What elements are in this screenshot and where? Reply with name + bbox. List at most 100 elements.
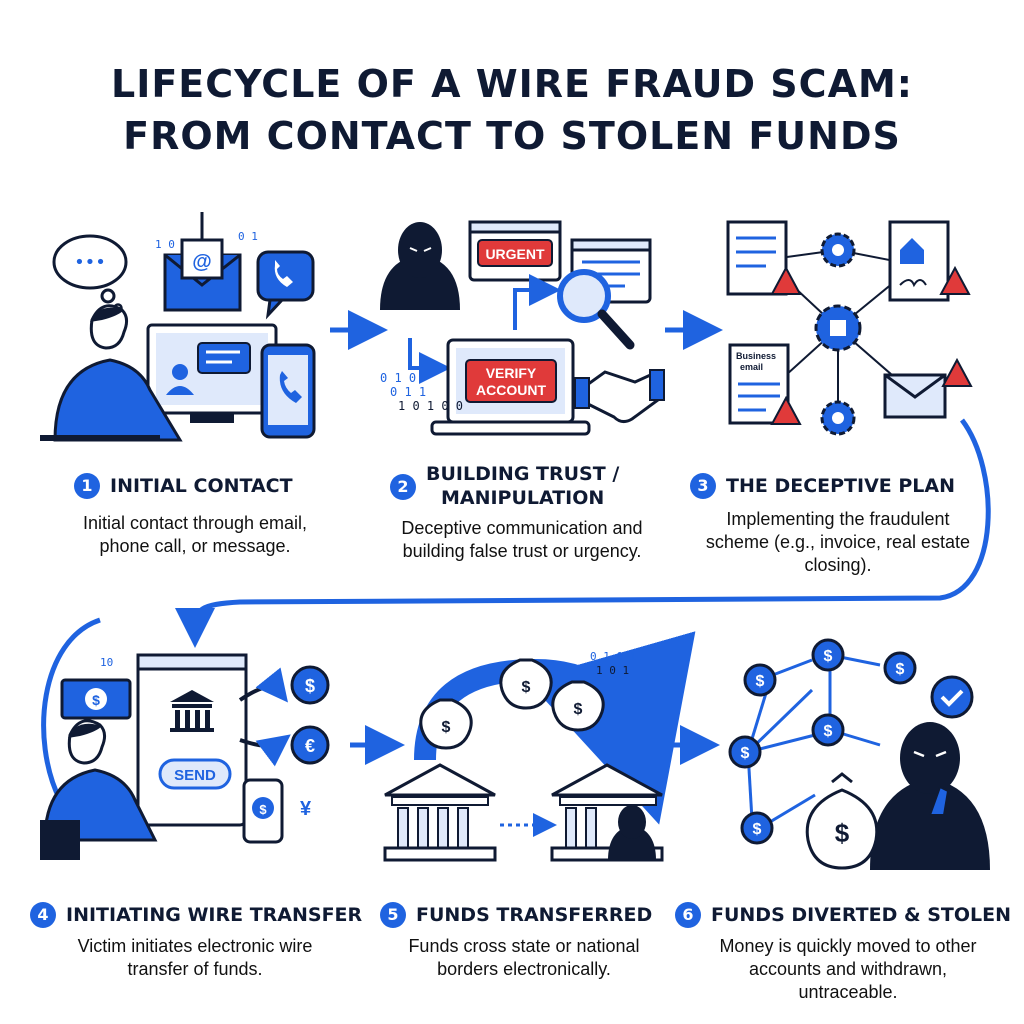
phone-dollar-icon: $ [242, 778, 284, 844]
laptop-icon: VERIFY ACCOUNT [430, 338, 591, 436]
victim-person-icon [40, 719, 158, 860]
svg-text:$: $ [522, 679, 531, 696]
svg-text:$: $ [753, 821, 762, 838]
transfer-arrow-icon [238, 667, 289, 703]
step-5-heading: 5 FUNDS TRANSFERRED [380, 902, 653, 928]
title-line-1: LIFECYCLE OF A WIRE FRAUD SCAM: [110, 62, 913, 106]
svg-text:0 1 1: 0 1 1 [390, 385, 426, 399]
svg-text:@: @ [192, 251, 212, 273]
checkmark-bubble-icon [930, 675, 974, 719]
step-1-description: Initial contact through email, phone cal… [82, 513, 308, 556]
step-number-badge: 5 [380, 902, 406, 928]
step-number-badge: 6 [675, 902, 701, 928]
step-number-badge: 1 [74, 473, 100, 499]
step-4-description: Victim initiates electronic wire transfe… [77, 936, 313, 979]
step-2-title-line-1: BUILDING TRUST / [426, 463, 620, 485]
svg-text:Business: Business [736, 351, 776, 361]
step-6-title: FUNDS DIVERTED & STOLEN [711, 904, 1011, 926]
svg-text:$: $ [92, 692, 100, 708]
central-gear-icon [814, 304, 862, 352]
person-icon [40, 304, 183, 442]
svg-text:$: $ [835, 818, 850, 848]
svg-text:$: $ [824, 648, 833, 665]
step-5-title: FUNDS TRANSFERRED [416, 904, 653, 926]
phone-call-icon [256, 250, 315, 320]
step-number-badge: 4 [30, 902, 56, 928]
monitor-icon [146, 323, 278, 423]
tablet-icon: SEND [136, 653, 248, 827]
flow-connector-left [41, 617, 101, 802]
svg-text:$: $ [574, 701, 583, 718]
svg-text:$: $ [259, 802, 267, 817]
step4-illustration: $ 10 SEND $ € [40, 653, 330, 860]
svg-text:$: $ [824, 723, 833, 740]
svg-text:$: $ [305, 676, 315, 696]
svg-text:1 0: 1 0 [155, 238, 175, 251]
svg-text:$: $ [442, 719, 451, 736]
bank-icon [170, 690, 214, 732]
stolen-money-bag-icon: $ [805, 772, 879, 870]
handshake-icon [574, 369, 665, 424]
svg-text:•••: ••• [74, 252, 106, 273]
step-4-title: INITIATING WIRE TRANSFER [66, 904, 363, 926]
step6-illustration: $ $ $ $ $ $ $ [728, 638, 990, 870]
svg-text:$: $ [896, 661, 905, 678]
step3-illustration: Business email [726, 220, 973, 436]
svg-text:ACCOUNT: ACCOUNT [476, 382, 546, 398]
warning-icon [770, 265, 973, 425]
step-2-title: BUILDING TRUST / MANIPULATION [426, 462, 619, 510]
step5-illustration: $ $ $ 0 1 0 1 1 0 1 [383, 631, 696, 862]
cycle-arrow-icon [513, 274, 561, 330]
flow-connector-3-4 [175, 418, 991, 648]
document-icon [726, 220, 788, 296]
transfer-arrow-icon-2 [239, 734, 291, 767]
step-3-description: Implementing the fraudulent scheme (e.g.… [705, 509, 971, 575]
step-3-title: THE DECEPTIVE PLAN [726, 475, 956, 497]
thief-icon [870, 722, 990, 870]
thought-bubble-icon: ••• [52, 234, 128, 313]
step-6-description: Money is quickly moved to other accounts… [719, 936, 977, 1002]
svg-text:$: $ [741, 745, 750, 762]
step-6-heading: 6 FUNDS DIVERTED & STOLEN [675, 902, 1011, 928]
phishing-email-icon: @ [163, 212, 242, 312]
envelope-icon [883, 373, 947, 419]
business-email-document-icon: Business email [728, 343, 790, 425]
svg-text:1 0 1: 1 0 1 [596, 664, 629, 677]
step2-illustration: URGENT VERIFY ACCOUNT 0 1 0 [380, 220, 665, 436]
svg-text:0 1 0 1: 0 1 0 1 [590, 650, 636, 663]
cycle-arrow-icon-2 [408, 338, 451, 384]
step-5-description: Funds cross state or national borders el… [408, 936, 640, 979]
coin-network-icon [728, 638, 917, 845]
svg-text:0 1: 0 1 [238, 230, 258, 243]
svg-text:¥: ¥ [300, 798, 312, 820]
money-bag-icon-3: $ [551, 680, 605, 732]
svg-text:0 1 0: 0 1 0 [380, 371, 416, 385]
step-2-heading: 2 BUILDING TRUST / MANIPULATION [390, 462, 619, 510]
contract-document-icon [888, 220, 950, 302]
step-number-badge: 3 [690, 473, 716, 499]
money-bag-icon-2: $ [499, 658, 553, 710]
money-bag-icon: $ [419, 698, 473, 750]
svg-text:SEND: SEND [174, 767, 216, 784]
smartphone-icon [260, 343, 316, 439]
svg-text:10: 10 [100, 656, 113, 669]
send-button [158, 758, 232, 790]
svg-text:VERIFY: VERIFY [486, 365, 537, 381]
origin-bank-icon [383, 763, 497, 862]
euro-coin-icon: € [290, 725, 330, 765]
urgent-window-icon: URGENT [468, 220, 562, 282]
svg-text:email: email [740, 362, 763, 372]
step-2-description: Deceptive communication and building fal… [401, 518, 643, 561]
step-2-title-line-2: MANIPULATION [440, 487, 605, 509]
destination-bank-icon [550, 763, 664, 862]
title-line-2: FROM CONTACT TO STOLEN FUNDS [123, 114, 901, 158]
step-3-heading: 3 THE DECEPTIVE PLAN [690, 473, 956, 499]
hooded-scammer-icon [380, 222, 460, 310]
gear-icon-2 [820, 400, 856, 436]
step-1-heading: 1 INITIAL CONTACT [74, 473, 293, 499]
step-1-title: INITIAL CONTACT [110, 475, 293, 497]
step-4-heading: 4 INITIATING WIRE TRANSFER [30, 902, 363, 928]
svg-text:URGENT: URGENT [485, 246, 545, 262]
step1-illustration: ••• @ 1 0 0 1 [40, 212, 316, 442]
